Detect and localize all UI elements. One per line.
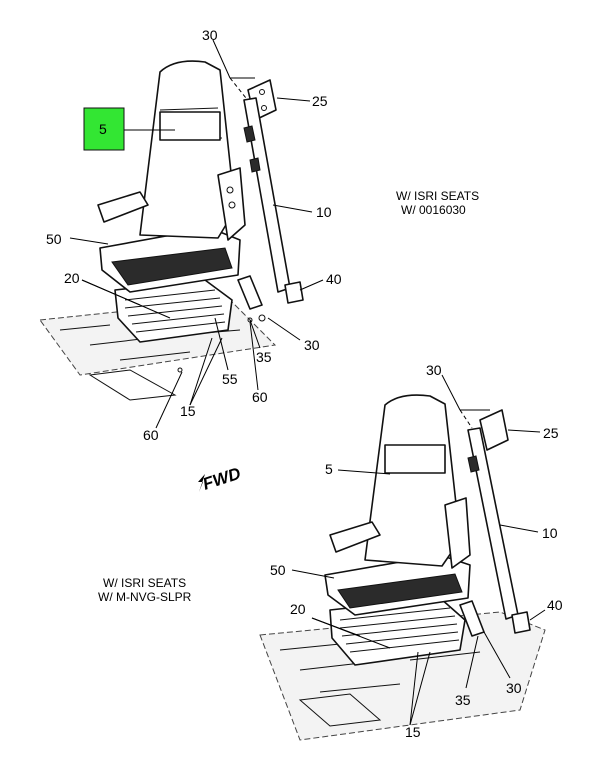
lower-callout-30: 30 (426, 362, 442, 378)
callout-60: 60 (252, 389, 268, 405)
callout-5: 5 (99, 121, 107, 137)
callout-55: 55 (222, 371, 238, 387)
upper-view-note-line1: W/ ISRI SEATS (396, 189, 479, 203)
callout-15: 15 (180, 403, 196, 419)
lower-callout-40: 40 (547, 597, 563, 613)
lower-callout-35: 35 (455, 692, 471, 708)
upper-callout-labels: 30 25 5 10 50 20 40 30 35 55 60 15 60 (46, 27, 342, 443)
forward-label: FWD (200, 464, 243, 494)
callout-50: 50 (46, 231, 62, 247)
callout-40: 40 (326, 271, 342, 287)
upper-leader-lines (69, 39, 324, 429)
forward-arrow-icon (198, 474, 205, 492)
upper-view-note-line2: W/ 0016030 (401, 203, 466, 217)
lower-leader-lines (291, 374, 546, 726)
lower-view-note-line2: W/ M-NVG-SLPR (98, 590, 192, 604)
lower-callout-labels: 30 25 5 10 50 20 40 35 30 15 (270, 362, 563, 740)
callout-10: 10 (316, 204, 332, 220)
callout-30: 30 (202, 27, 218, 43)
callout-30b: 30 (304, 337, 320, 353)
callout-35: 35 (256, 349, 272, 365)
callout-60b: 60 (143, 427, 159, 443)
callout-20: 20 (64, 270, 80, 286)
lower-callout-25: 25 (543, 425, 559, 441)
lower-callout-30b: 30 (506, 680, 522, 696)
lower-callout-5: 5 (325, 461, 333, 477)
lower-callout-15: 15 (405, 724, 421, 740)
lower-callout-10: 10 (542, 525, 558, 541)
item-5-highlight (83, 107, 125, 151)
forward-direction-indicator: FWD (198, 464, 243, 494)
lower-view-note-line1: W/ ISRI SEATS (103, 576, 186, 590)
lower-callout-50: 50 (270, 562, 286, 578)
lower-callout-20: 20 (290, 601, 306, 617)
upper-seat-assembly (39, 60, 304, 401)
lower-seat-assembly (259, 394, 546, 741)
callout-25: 25 (312, 93, 328, 109)
